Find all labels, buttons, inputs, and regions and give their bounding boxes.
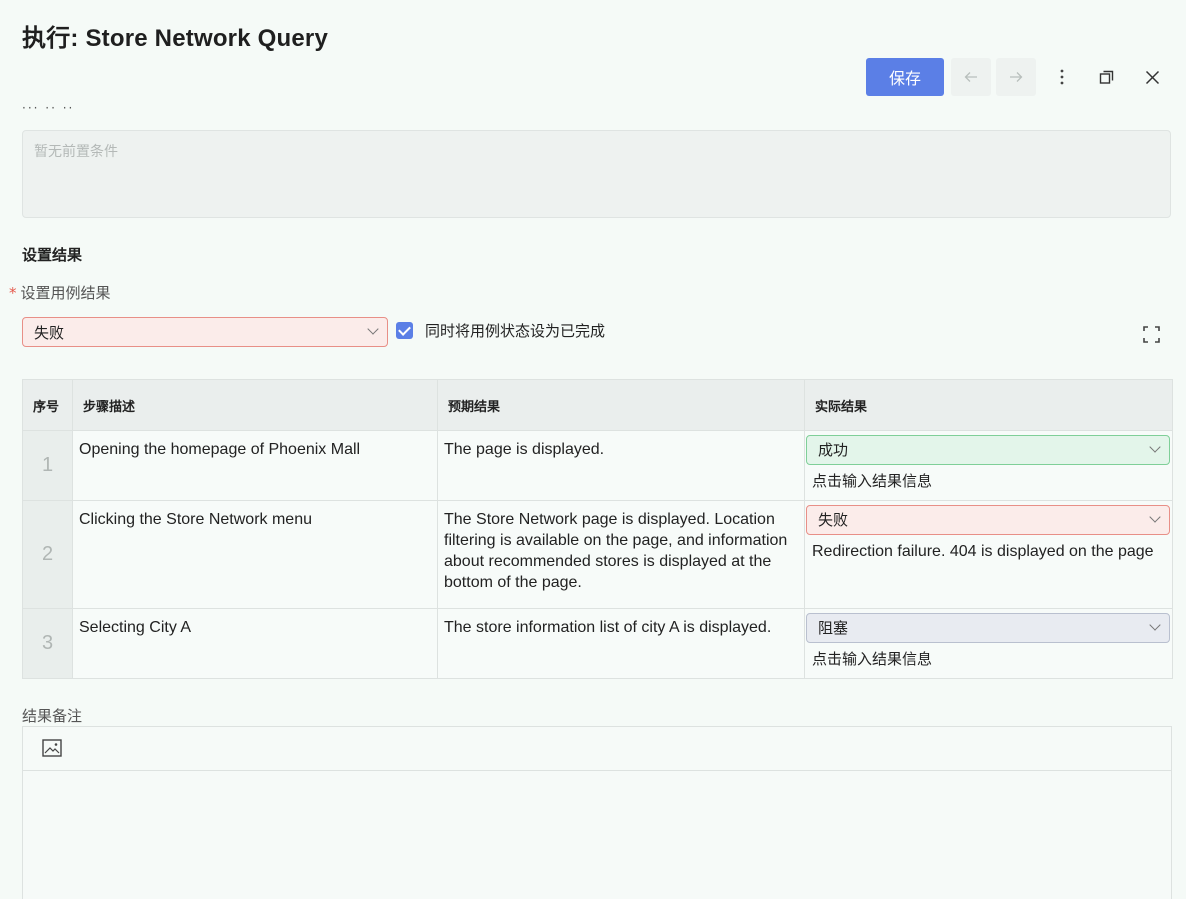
step-description: Opening the homepage of Phoenix Mall [72,430,438,501]
table-row: 1 Opening the homepage of Phoenix Mall T… [22,430,1173,501]
col-header-step: 步骤描述 [72,379,438,431]
case-result-value: 失败 [34,324,65,342]
actual-result-select[interactable]: 阻塞 [806,613,1170,643]
close-button[interactable] [1138,58,1166,96]
actual-result-select[interactable]: 失败 [806,505,1170,535]
more-vertical-icon [1060,69,1064,85]
actual-result-value: 失败 [818,511,849,529]
table-row: 2 Clicking the Store Network menu The St… [22,500,1173,609]
chevron-down-icon [1149,619,1161,631]
expected-result: The store information list of city A is … [437,608,805,679]
actual-result-cell: 成功 点击输入结果信息 [804,430,1173,501]
fullscreen-icon[interactable] [1143,326,1160,343]
col-header-expected: 预期结果 [437,379,805,431]
notes-toolbar [23,727,1171,771]
result-field-text: 设置用例结果 [20,284,111,302]
expected-result: The page is displayed. [437,430,805,501]
save-button[interactable]: 保存 [866,58,944,96]
precondition-placeholder: 暂无前置条件 [34,144,118,160]
col-header-actual: 实际结果 [804,379,1173,431]
page-title: 执行: Store Network Query [22,25,328,52]
actual-result-value: 成功 [818,441,849,459]
mark-complete-label[interactable]: 同时将用例状态设为已完成 [425,322,606,340]
arrow-left-icon [964,72,977,82]
step-description: Selecting City A [72,608,438,679]
case-result-select[interactable]: 失败 [22,317,388,347]
expected-result: The Store Network page is displayed. Loc… [437,500,805,609]
result-info-input[interactable]: 点击输入结果信息 [812,472,933,490]
chevron-down-icon [367,323,379,335]
result-info-input[interactable]: 点击输入结果信息 [812,650,933,668]
actual-result-value: 阻塞 [818,619,849,637]
chevron-down-icon [1149,511,1161,523]
table-header-row: 序号 步骤描述 预期结果 实际结果 [22,379,1173,431]
result-field-label: *设置用例结果 [9,282,111,303]
section-title: 设置结果 [22,246,83,264]
notes-editor[interactable] [22,726,1172,899]
close-icon [1145,70,1159,84]
col-header-index: 序号 [22,379,73,431]
prev-button[interactable] [951,58,991,96]
step-description: Clicking the Store Network menu [72,500,438,609]
required-star: * [9,284,17,302]
image-icon[interactable] [42,739,62,757]
actual-result-select[interactable]: 成功 [806,435,1170,465]
precondition-box: 暂无前置条件 [22,130,1171,218]
restore-window-button[interactable] [1092,58,1120,96]
row-index: 1 [22,430,73,501]
restore-window-icon [1099,70,1113,84]
row-index: 2 [22,500,73,609]
next-button[interactable] [996,58,1036,96]
cut-off-label: ··· ·· ·· [22,104,75,112]
mark-complete-checkbox[interactable] [396,322,413,339]
more-button[interactable] [1048,58,1076,96]
actual-result-cell: 阻塞 点击输入结果信息 [804,608,1173,679]
row-index: 3 [22,608,73,679]
notes-label: 结果备注 [22,707,83,725]
table-row: 3 Selecting City A The store information… [22,608,1173,679]
steps-table: 序号 步骤描述 预期结果 实际结果 1 Opening the homepage… [22,379,1173,679]
actual-result-cell: 失败 Redirection failure. 404 is displayed… [804,500,1173,609]
result-info-input[interactable]: Redirection failure. 404 is displayed on… [812,543,1154,560]
chevron-down-icon [1149,441,1161,453]
arrow-right-icon [1010,72,1023,82]
